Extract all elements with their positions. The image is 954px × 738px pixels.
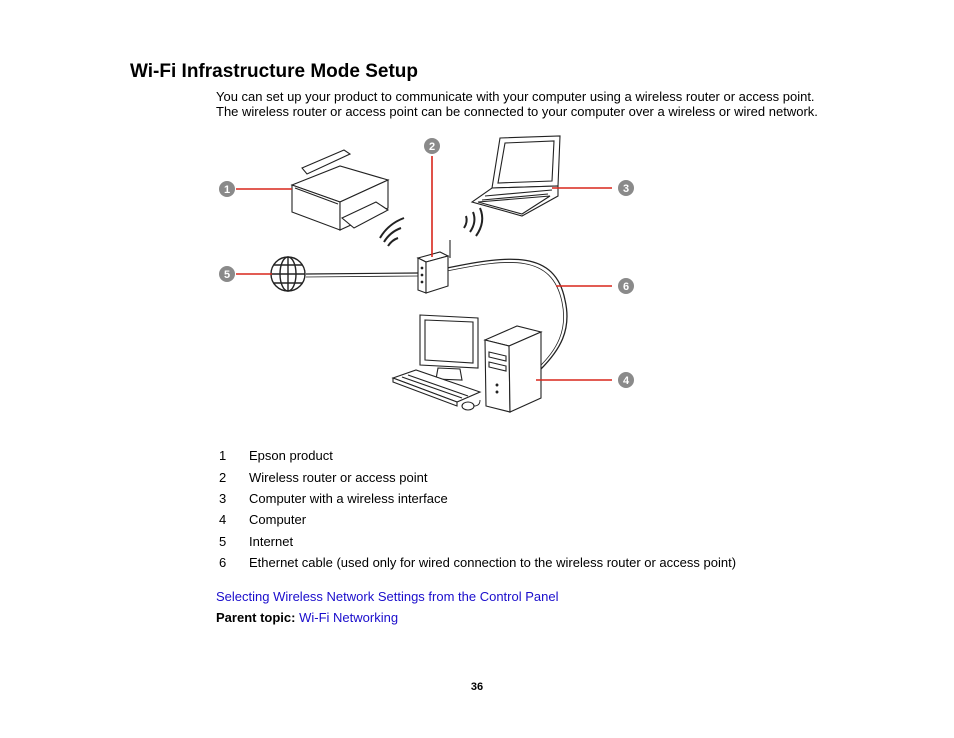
legend-text: Computer with a wireless interface <box>249 491 448 506</box>
svg-text:6: 6 <box>623 281 629 293</box>
related-link[interactable]: Selecting Wireless Network Settings from… <box>216 589 559 604</box>
legend-text: Internet <box>249 534 294 549</box>
legend-number: 6 <box>219 555 227 570</box>
callout-4: 4 <box>618 372 634 388</box>
intro-line-2: The wireless router or access point can … <box>216 104 818 119</box>
network-diagram: 1 2 3 4 5 6 <box>219 135 634 413</box>
internet-line <box>305 272 419 275</box>
router-icon <box>416 240 451 294</box>
legend-number: 1 <box>219 448 227 463</box>
svg-text:4: 4 <box>623 375 630 387</box>
laptop-icon <box>470 135 561 217</box>
legend-number: 4 <box>219 512 227 527</box>
legend-number: 2 <box>219 470 227 485</box>
tower-icon <box>483 325 543 413</box>
svg-text:2: 2 <box>429 141 435 153</box>
monitor-icon <box>419 314 479 381</box>
callout-3: 3 <box>618 180 634 196</box>
intro-paragraph: You can set up your product to communica… <box>216 89 856 119</box>
svg-text:5: 5 <box>224 269 230 281</box>
leader-lines <box>236 156 612 381</box>
svg-text:1: 1 <box>224 184 230 196</box>
callout-1: 1 <box>219 181 235 197</box>
intro-line-1: You can set up your product to communica… <box>216 89 815 104</box>
parent-topic-label: Parent topic: <box>216 610 296 625</box>
page-number: 36 <box>470 681 484 693</box>
ethernet-cable <box>446 258 568 371</box>
svg-text:3: 3 <box>623 183 629 195</box>
legend-text: Computer <box>249 512 307 527</box>
legend-text: Ethernet cable (used only for wired conn… <box>249 555 737 570</box>
legend-text: Epson product <box>249 448 333 463</box>
related-topic: Selecting Wireless Network Settings from… <box>216 589 558 604</box>
parent-topic-link[interactable]: Wi-Fi Networking <box>299 610 399 625</box>
callout-2: 2 <box>424 138 440 154</box>
mouse-icon <box>461 401 475 411</box>
parent-topic: Parent topic: Wi-Fi Networking <box>216 610 398 625</box>
legend-text: Wireless router or access point <box>249 470 428 485</box>
keyboard-icon <box>391 369 482 407</box>
wifi-waves-icon <box>379 207 484 247</box>
globe-icon <box>270 256 306 292</box>
printer-icon <box>290 149 390 231</box>
callout-6: 6 <box>618 278 634 294</box>
callout-5: 5 <box>219 266 235 282</box>
page-title: Wi-Fi Infrastructure Mode Setup <box>130 61 419 82</box>
legend-number: 5 <box>219 534 227 549</box>
legend-number: 3 <box>219 491 227 506</box>
